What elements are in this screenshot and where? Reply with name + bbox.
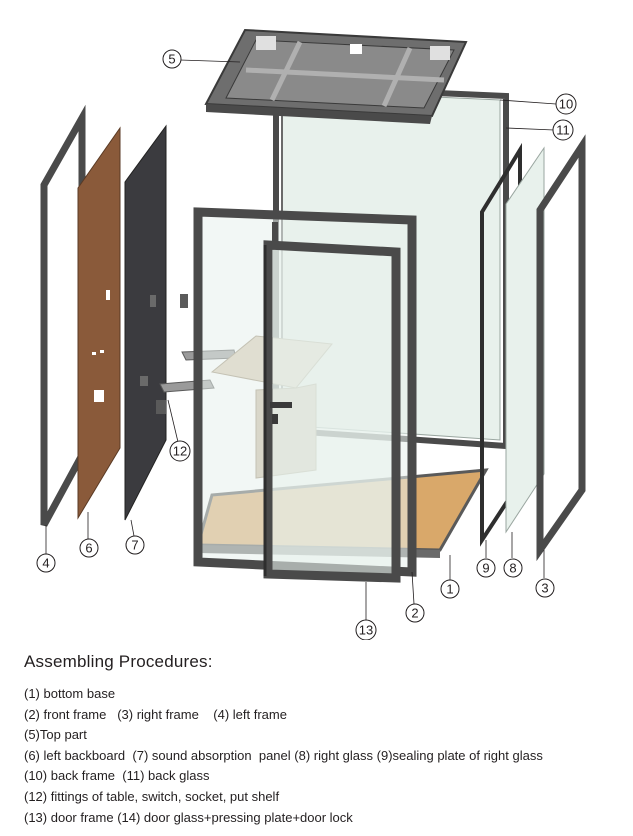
right-frame-part (536, 134, 586, 562)
callout-11: 11 (552, 119, 574, 141)
svg-text:6: 6 (85, 541, 92, 556)
svg-text:1: 1 (446, 582, 453, 597)
procedure-line: (10) back frame (11) back glass (24, 768, 210, 784)
procedure-line: (12) fittings of table, switch, socket, … (24, 788, 280, 804)
svg-text:9: 9 (482, 561, 489, 576)
svg-text:11: 11 (556, 123, 570, 138)
procedure-line: (6) left backboard (7) sound absorption … (24, 747, 543, 763)
callout-9: 9 (476, 558, 496, 578)
svg-text:7: 7 (131, 538, 138, 553)
svg-text:8: 8 (509, 561, 516, 576)
sound-absorption-panel-part (124, 124, 167, 521)
right-glass-part (505, 146, 545, 534)
callout-10: 10 (555, 93, 577, 115)
booth-exploded-diagram: 5 10 11 4 6 7 12 1 2 13 9 8 (36, 28, 586, 640)
callout-3: 3 (535, 578, 555, 598)
svg-text:13: 13 (359, 623, 373, 638)
leader-lines (45, 59, 557, 620)
assembling-procedures: Assembling Procedures: (1) bottom base (… (24, 652, 624, 828)
callout-13: 13 (355, 619, 377, 640)
callout-2: 2 (405, 603, 425, 623)
left-backboard-part (77, 126, 121, 520)
procedure-line: (2) front frame (3) right frame (4) left… (24, 706, 287, 722)
svg-text:12: 12 (173, 444, 187, 459)
svg-text:3: 3 (541, 581, 548, 596)
svg-text:4: 4 (42, 556, 49, 571)
procedure-line: (13) door frame (14) door glass+pressing… (24, 809, 353, 825)
procedure-line: (5)Top part (24, 727, 87, 743)
callout-7: 7 (125, 535, 145, 555)
procedure-line: (1) bottom base (24, 686, 116, 701)
svg-text:2: 2 (411, 606, 418, 621)
callout-1: 1 (440, 579, 460, 599)
callout-6: 6 (79, 538, 99, 558)
callout-4: 4 (36, 553, 56, 573)
callout-12: 12 (169, 440, 191, 462)
callout-5: 5 (162, 49, 182, 69)
callout-8: 8 (503, 558, 523, 578)
svg-text:10: 10 (559, 97, 573, 112)
procedures-heading: Assembling Procedures: (24, 652, 213, 671)
door-frame-part (263, 222, 401, 583)
procedures-list: (1) bottom base (2) front frame (3) righ… (24, 684, 624, 828)
left-frame-part (40, 104, 86, 527)
svg-text:5: 5 (168, 52, 175, 67)
top-part (204, 28, 468, 124)
